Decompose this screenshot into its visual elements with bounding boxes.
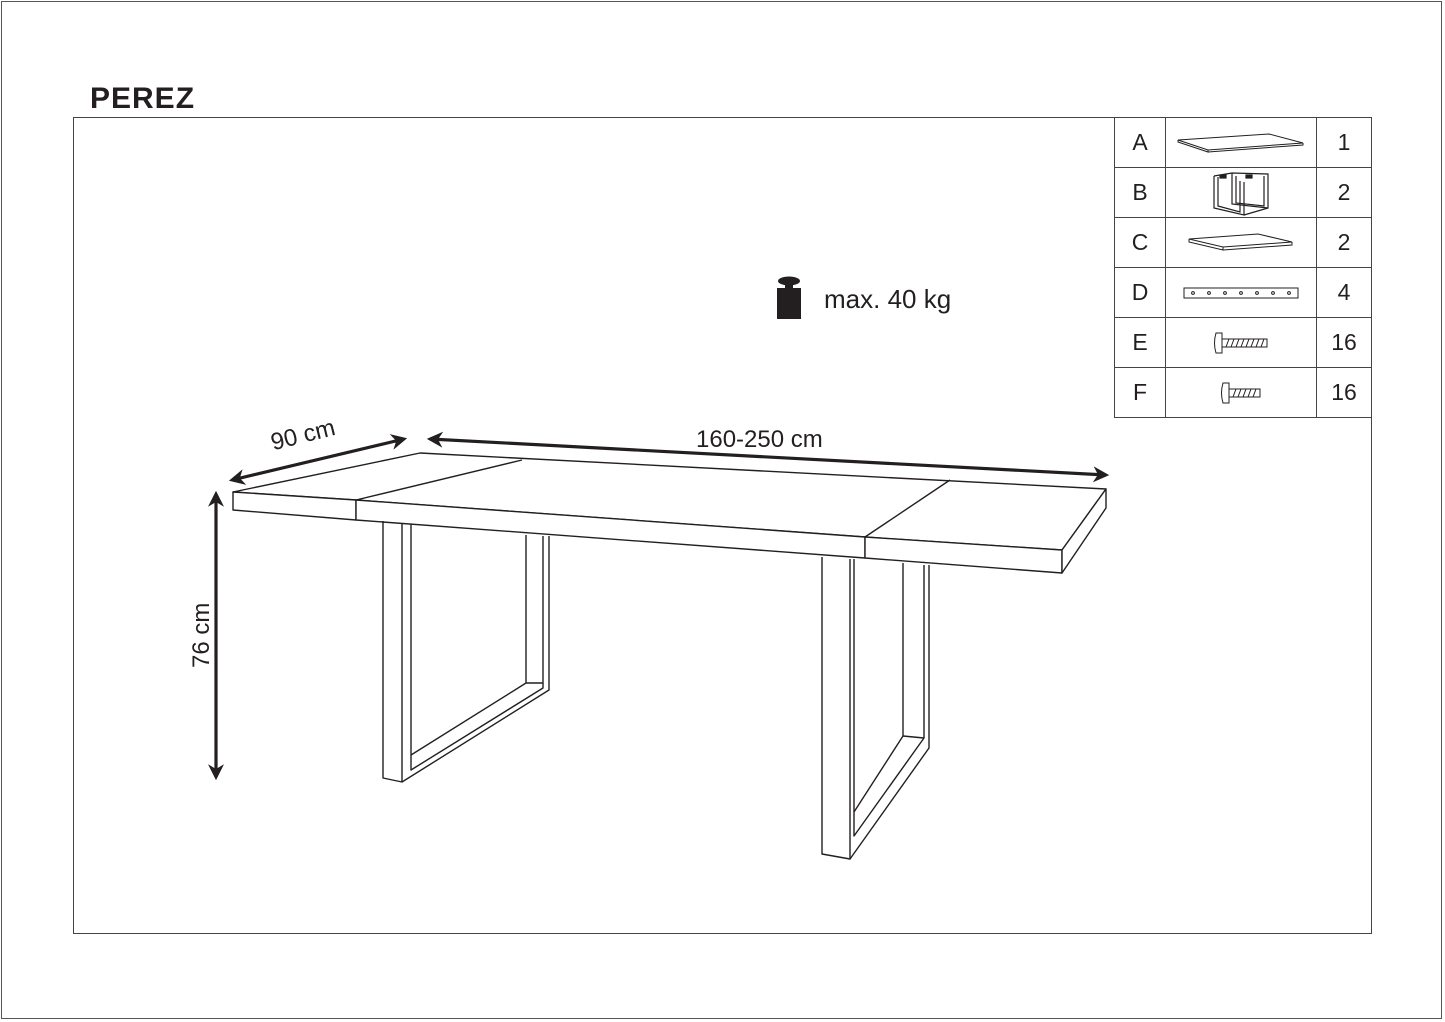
part-letter: C: [1114, 217, 1166, 268]
tabletop-panel-icon: [1165, 117, 1317, 168]
part-qty: 16: [1316, 317, 1372, 368]
weight-icon: [776, 275, 802, 324]
part-letter: B: [1114, 167, 1166, 218]
right-leg: [821, 557, 930, 860]
parts-row: F 16: [1114, 367, 1372, 418]
part-letter: D: [1114, 267, 1166, 318]
parts-table: A 1 B 2 C: [1114, 117, 1372, 418]
part-letter: F: [1114, 367, 1166, 418]
parts-row: B 2: [1114, 167, 1372, 218]
u-frame-legs-icon: [1165, 167, 1317, 218]
parts-row: A 1: [1114, 117, 1372, 168]
length-arrow: [426, 431, 1110, 483]
left-leg: [382, 521, 550, 783]
part-qty: 16: [1316, 367, 1372, 418]
length-label: 160-250 cm: [696, 426, 823, 453]
mounting-bracket-icon: [1165, 267, 1317, 318]
parts-row: E 16: [1114, 317, 1372, 368]
long-screw-icon: [1165, 317, 1317, 368]
height-label: 76 cm: [188, 602, 215, 668]
parts-row: C 2: [1114, 217, 1372, 268]
part-qty: 1: [1316, 117, 1372, 168]
weight-limit: max. 40 kg: [776, 275, 951, 324]
weight-limit-label: max. 40 kg: [824, 284, 952, 314]
part-qty: 2: [1316, 217, 1372, 268]
tabletop: [232, 452, 1107, 574]
parts-row: D 4: [1114, 267, 1372, 318]
drawing-frame: [73, 117, 1372, 934]
short-screw-icon: [1165, 367, 1317, 418]
product-title: PEREZ: [90, 82, 196, 115]
extension-leaf-icon: [1165, 217, 1317, 268]
part-qty: 4: [1316, 267, 1372, 318]
part-letter: E: [1114, 317, 1166, 368]
depth-arrow: [228, 434, 408, 485]
part-qty: 2: [1316, 167, 1372, 218]
part-letter: A: [1114, 117, 1166, 168]
